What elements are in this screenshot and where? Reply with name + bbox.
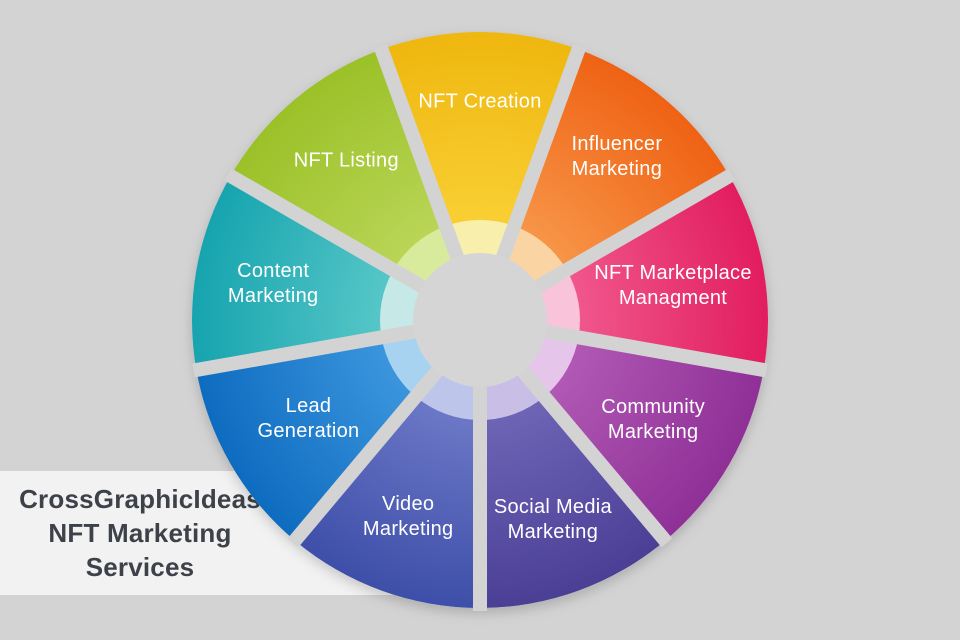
wheel-hub xyxy=(413,253,547,387)
wheel-segment-nft-creation xyxy=(381,32,579,320)
infographic-title: CrossGraphicIdeas NFT Marketing Services xyxy=(19,483,261,583)
